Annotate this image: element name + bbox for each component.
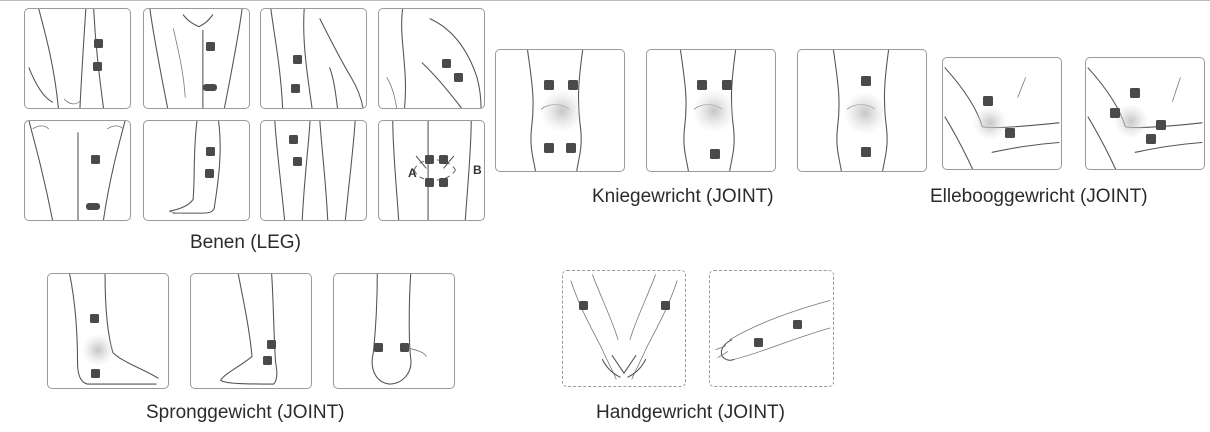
caption-elbow: Ellebooggewricht (JOINT) bbox=[930, 186, 1148, 208]
knee-front-1 bbox=[495, 49, 625, 172]
wrist-palms bbox=[562, 270, 686, 387]
caption-leg: Benen (LEG) bbox=[190, 232, 301, 254]
ankle-side-2 bbox=[190, 273, 312, 389]
leg-front-full bbox=[143, 8, 250, 109]
knee-front-3 bbox=[797, 49, 927, 172]
knee-front-2 bbox=[646, 49, 776, 172]
leg-back-calf bbox=[260, 120, 367, 221]
elbow-2 bbox=[1085, 57, 1205, 170]
ankle-side-1 bbox=[47, 273, 169, 389]
ankle-back bbox=[333, 273, 455, 389]
marker-b: B bbox=[473, 163, 482, 177]
leg-back-thigh bbox=[24, 120, 131, 221]
leg-front-thigh bbox=[24, 8, 131, 109]
elbow-1 bbox=[942, 57, 1062, 170]
leg-side-thigh bbox=[260, 8, 367, 109]
marker-a: A bbox=[408, 166, 417, 180]
caption-wrist: Handgewricht (JOINT) bbox=[596, 402, 785, 424]
caption-knee: Kniegewricht (JOINT) bbox=[592, 186, 774, 208]
leg-hip-side bbox=[378, 8, 485, 109]
leg-calf-side bbox=[143, 120, 250, 221]
top-divider bbox=[0, 0, 1210, 1]
wrist-hand bbox=[709, 270, 834, 387]
caption-ankle: Spronggewicht (JOINT) bbox=[146, 402, 345, 424]
leg-knee-a-b: A B bbox=[378, 120, 485, 221]
